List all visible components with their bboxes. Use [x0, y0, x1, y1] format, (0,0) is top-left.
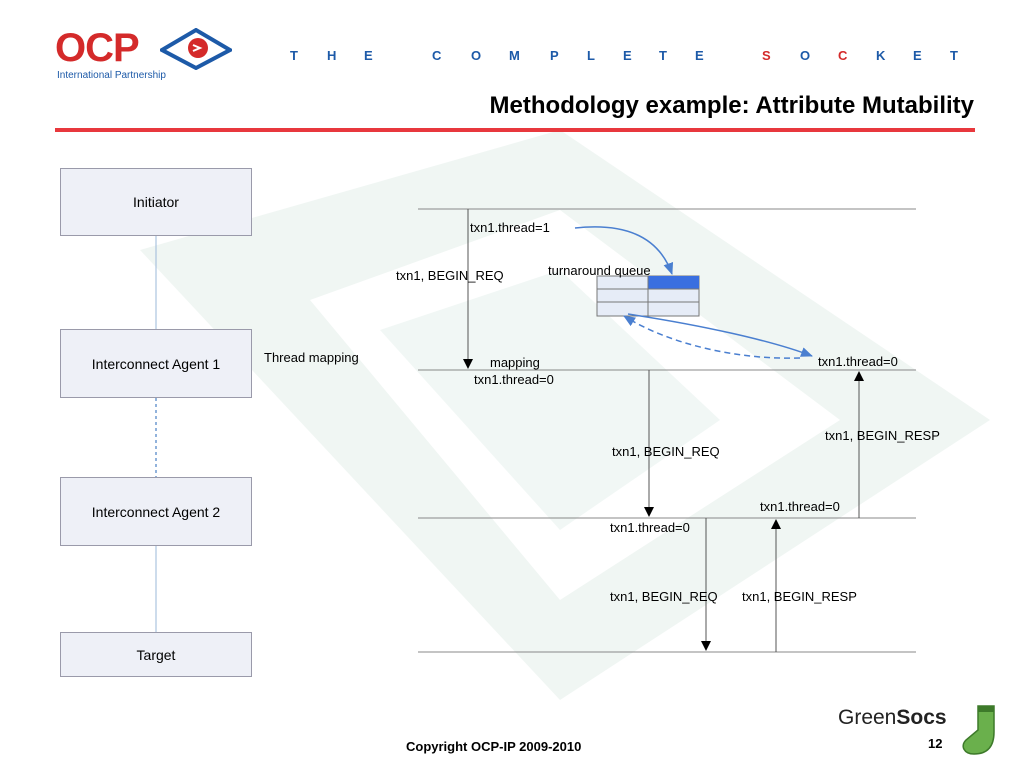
thread-mapping-label: Thread mapping [264, 350, 359, 365]
tagline-letter: H [327, 48, 337, 63]
interconnect-agent-1-box: Interconnect Agent 1 [60, 329, 252, 398]
initiator-label: Initiator [133, 194, 179, 210]
begin-req-label: txn1, BEGIN_REQ [396, 268, 504, 283]
ocp-logo-icon [160, 28, 232, 70]
ocp-logo: OCP [55, 26, 140, 70]
greensocs-logo-green: Green [838, 706, 897, 729]
txn-thread-label: txn1.thread=1 [470, 220, 550, 235]
greensocs-logo: GreenSocs [838, 706, 947, 730]
arrow-dequeue-dashed [623, 315, 801, 359]
copyright-notice: Copyright OCP-IP 2009-2010 [406, 739, 582, 754]
turnaround-queue-label: turnaround queue [548, 263, 651, 278]
tagline-letter: T [290, 48, 298, 63]
tagline-letter: T [659, 48, 667, 63]
interconnect-agent-1-label: Interconnect Agent 1 [91, 355, 221, 372]
txn-thread-label: txn1.thread=0 [818, 354, 898, 369]
turnaround-queue [596, 275, 700, 317]
begin-resp-label: txn1, BEGIN_RESP [825, 428, 940, 443]
greensocs-logo-socs: Socs [896, 706, 947, 729]
begin-req-label: txn1, BEGIN_REQ [610, 589, 718, 604]
txn-thread-label: txn1.thread=0 [610, 520, 690, 535]
page-number: 12 [928, 736, 943, 751]
begin-resp-label: txn1, BEGIN_RESP [742, 589, 857, 604]
tagline-letter: K [876, 48, 886, 63]
tagline-letter: E [695, 48, 704, 63]
sock-icon [962, 705, 995, 755]
tagline-letter: E [913, 48, 922, 63]
tagline-letter: O [800, 48, 811, 63]
mapping-label: mapping [490, 355, 540, 370]
tagline-letter: T [950, 48, 958, 63]
interconnect-agent-2-box: Interconnect Agent 2 [60, 477, 252, 546]
ocp-logo-subtitle: International Partnership [57, 70, 166, 81]
txn-thread-label: txn1.thread=0 [760, 499, 840, 514]
begin-req-label: txn1, BEGIN_REQ [612, 444, 720, 459]
title-divider [55, 128, 975, 132]
tagline-letter: E [364, 48, 373, 63]
arrow-enqueue [574, 226, 674, 275]
initiator-box: Initiator [60, 168, 252, 236]
tagline-letter: C [838, 48, 848, 63]
interconnect-agent-2-label: Interconnect Agent 2 [91, 503, 221, 520]
target-label: Target [136, 646, 176, 663]
tagline-letter: P [550, 48, 559, 63]
tagline-letter: O [471, 48, 482, 63]
target-box: Target [60, 632, 252, 677]
tagline-letter: E [623, 48, 632, 63]
tagline-letter: S [762, 48, 771, 63]
tagline-letter: M [509, 48, 520, 63]
page-title: Methodology example: Attribute Mutabilit… [489, 92, 974, 119]
arrow-dequeue-solid [627, 313, 813, 357]
tagline-letter: L [587, 48, 595, 63]
tagline-letter: C [432, 48, 442, 63]
txn-thread-label: txn1.thread=0 [474, 372, 554, 387]
